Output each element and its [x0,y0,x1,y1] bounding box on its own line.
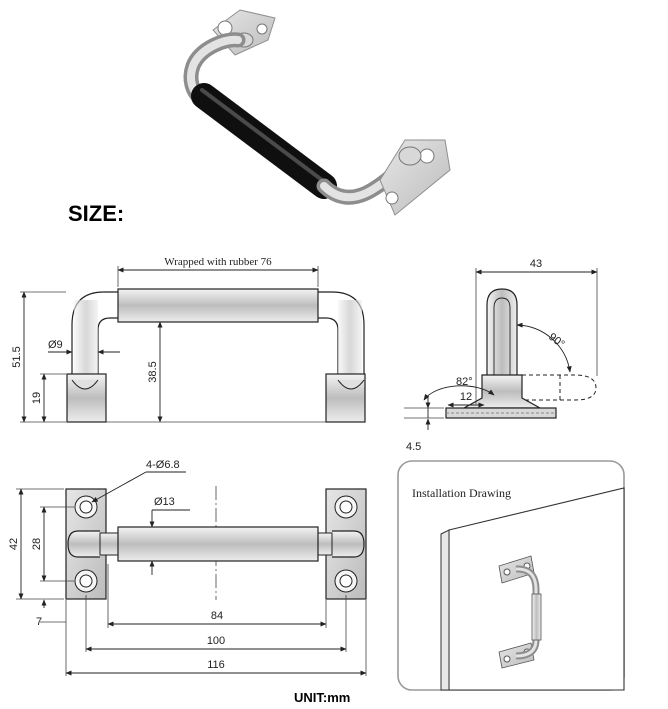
front-handle-inner [97,317,339,380]
dim-side-width: 43 [530,258,542,270]
dim-grip-length: 84 [211,610,223,622]
side-view: 43 90° 82° 12 4.5 [404,258,598,453]
dim-fold-angle: 90° [546,331,567,351]
top-grip [117,526,319,562]
side-base-body [461,374,543,409]
top-view: 4-Ø6.8 Ø13 42 28 7 84 100 [8,459,367,676]
dim-overall-length: 116 [207,659,225,671]
size-heading: SIZE: [68,201,124,226]
dim-edge-offset: 7 [36,616,42,628]
unit-label: UNIT:mm [294,690,350,705]
rubber-length-label: Wrapped with rubber 76 [164,256,272,268]
side-folded-outline [522,374,597,401]
slot-angle-arc [423,385,495,401]
dim-plate-width: 42 [8,538,20,550]
installed-handle [498,555,542,669]
installation-title: Installation Drawing [412,486,511,500]
front-rubber-grip [117,288,319,323]
dim-slot-width: 12 [460,391,472,403]
dim-base-height: 19 [31,392,43,404]
dim-inner-height: 38.5 [147,361,159,382]
front-view: Wrapped with rubber 76 51.5 19 Ø9 38.5 [11,256,366,423]
dim-rod-diameter: Ø9 [48,339,63,351]
side-stem [486,288,518,375]
dim-slot-angle: 82° [456,376,473,388]
fold-angle-arc [516,322,572,373]
dim-hole-pitch: 100 [207,635,225,647]
dim-height-total: 51.5 [11,346,23,367]
right-mounting-plate [379,139,451,216]
product-photo [183,9,451,216]
dim-plate-thickness: 4.5 [406,441,421,453]
rubber-grip [191,83,337,199]
dim-holes: 4-Ø6.8 [146,459,180,471]
installation-panel: Installation Drawing [397,460,625,691]
dim-grip-diameter: Ø13 [154,496,175,508]
dim-hole-spacing: 28 [31,538,43,550]
